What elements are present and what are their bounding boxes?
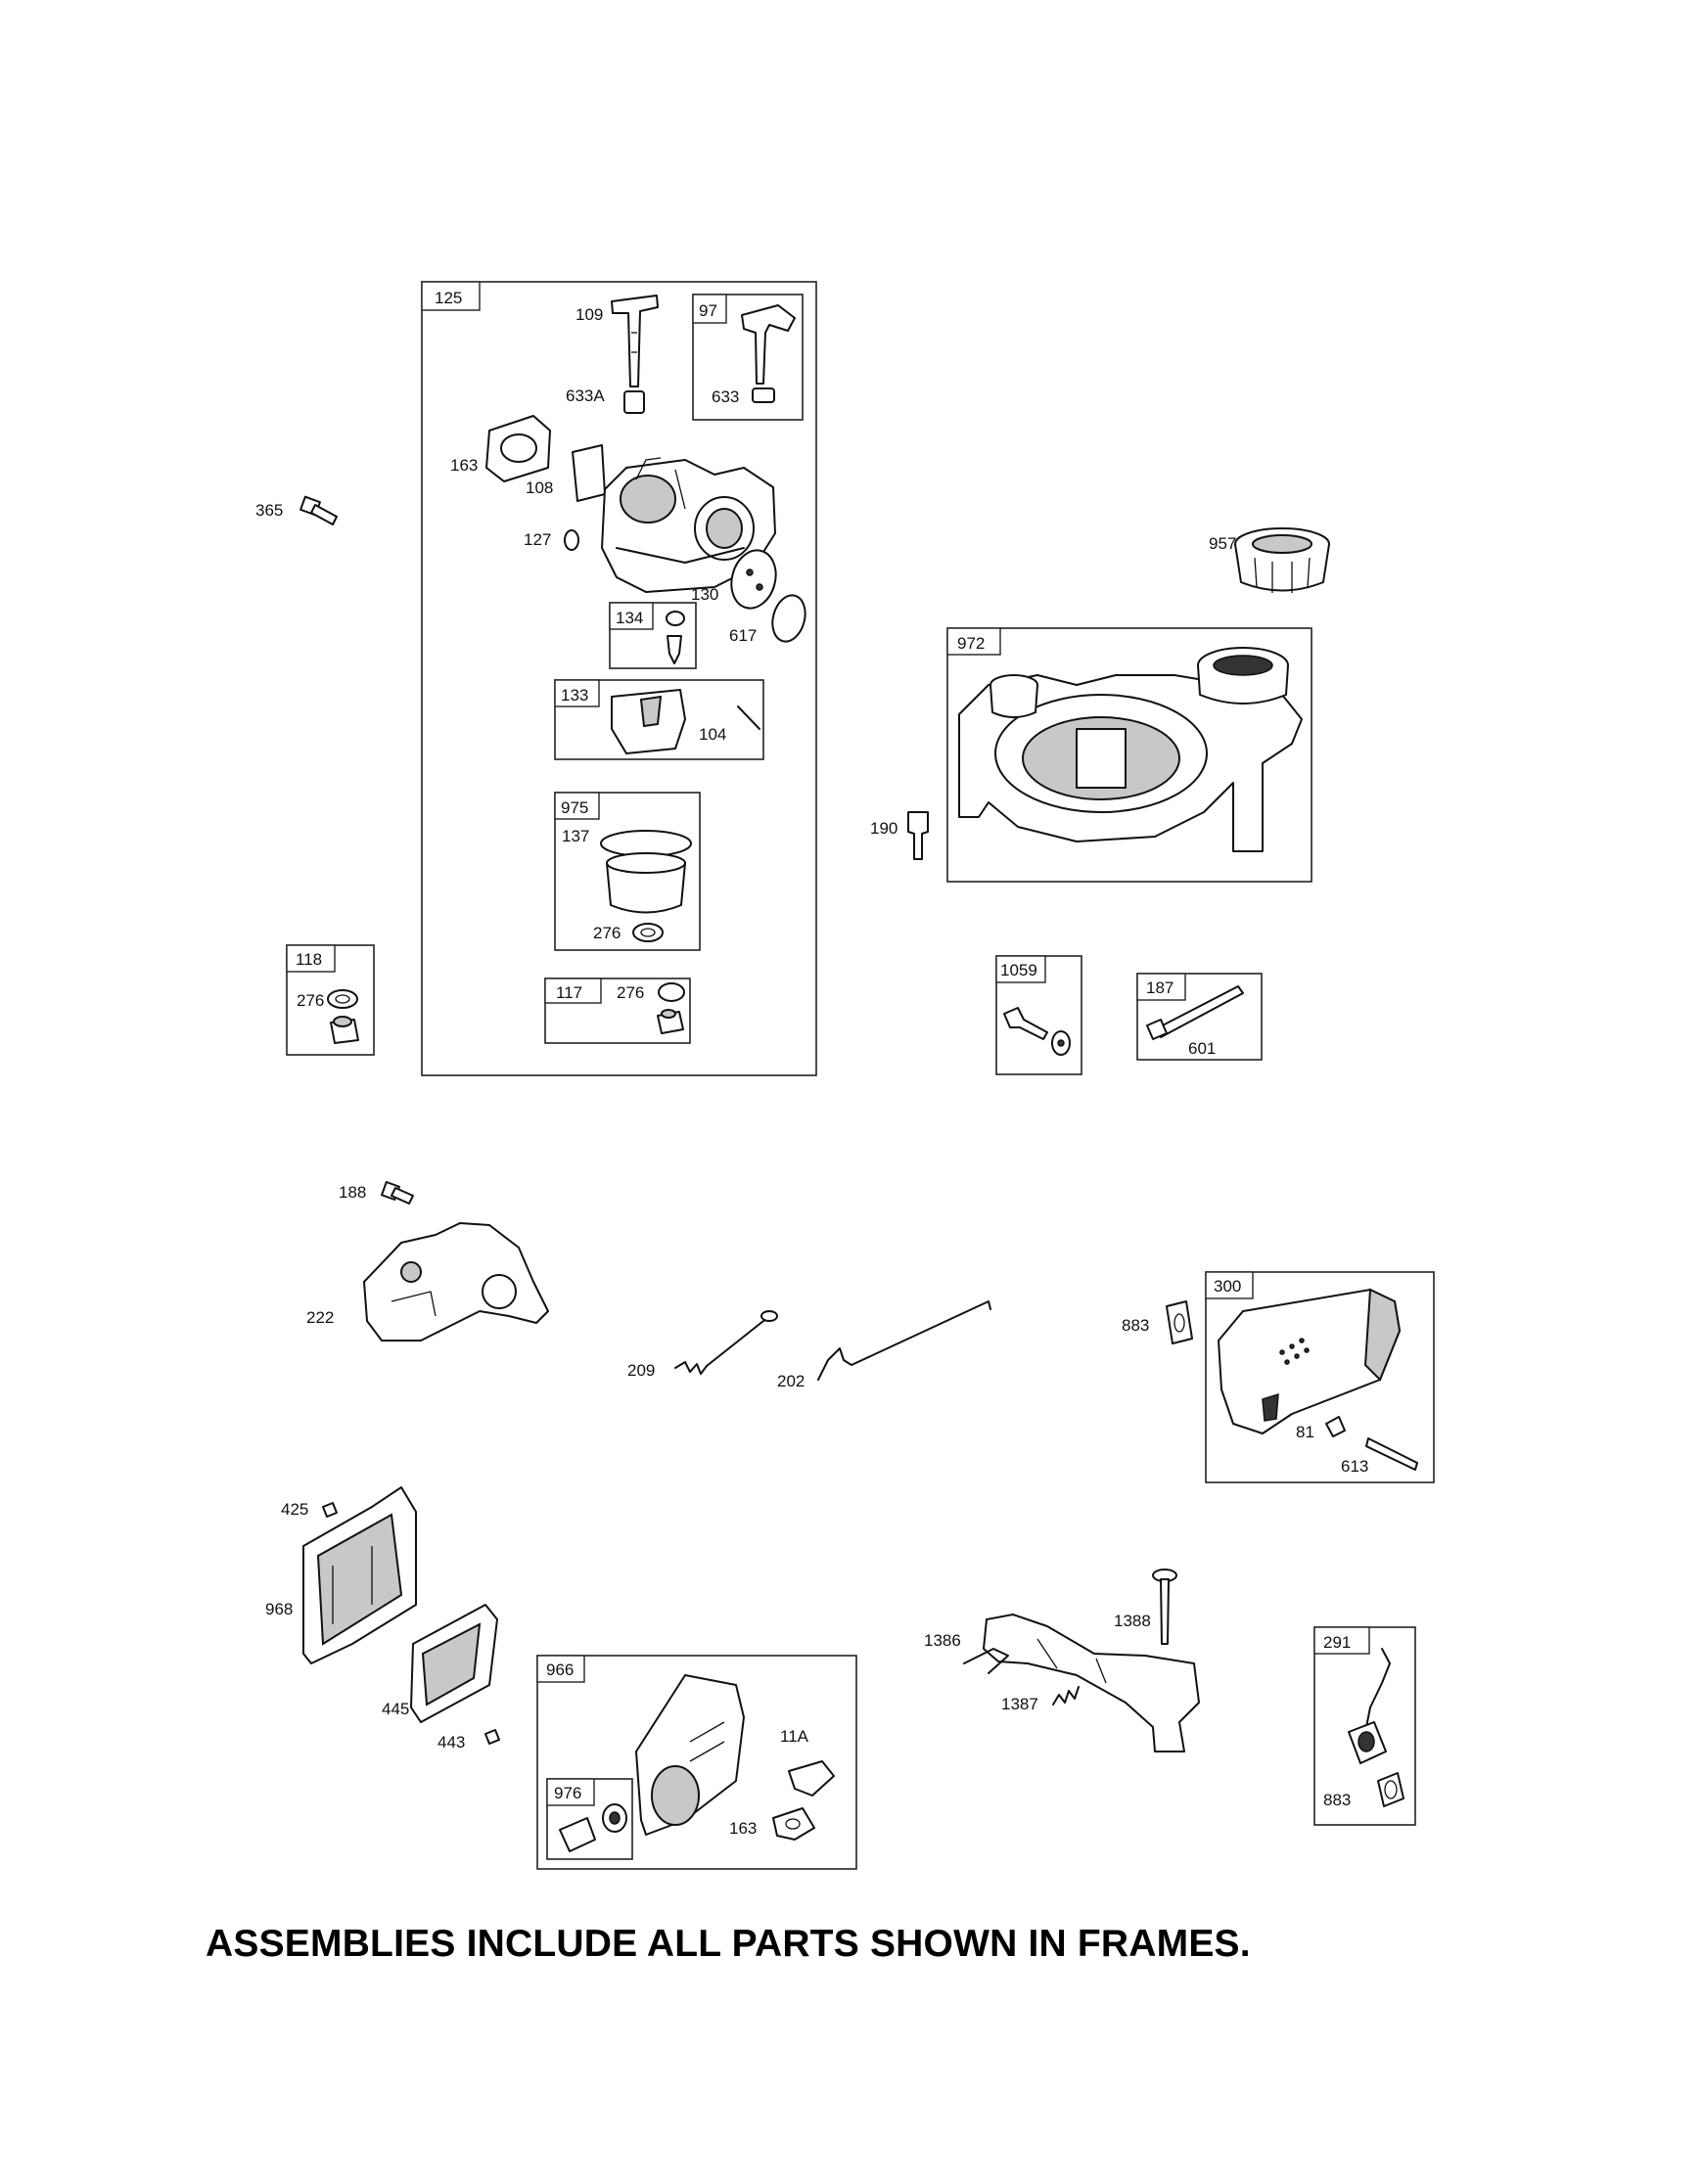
label-11A: 11A: [780, 1727, 809, 1746]
label-137: 137: [562, 827, 589, 845]
frame-label-97: 97: [699, 301, 717, 320]
part-188-bolt: 188: [339, 1181, 414, 1205]
label-365: 365: [255, 501, 283, 520]
part-127-oring: 127: [524, 529, 579, 551]
frame-972: 972: [946, 627, 1312, 883]
frame-291: 291 883: [1313, 1626, 1416, 1826]
label-601: 601: [1188, 1039, 1216, 1058]
part-365-bolt: 365: [255, 495, 338, 525]
label-202: 202: [777, 1372, 805, 1390]
frame-label-125: 125: [435, 289, 462, 307]
label-109: 109: [575, 305, 603, 324]
label-130: 130: [691, 585, 718, 604]
label-1387: 1387: [1001, 1695, 1038, 1713]
frame-97: 97 633: [692, 294, 804, 421]
part-222-bracket: 222: [306, 1222, 549, 1342]
label-276-a: 276: [593, 924, 621, 942]
part-130-diaphragm: 130: [691, 549, 777, 610]
label-443: 443: [437, 1733, 465, 1752]
label-633A: 633A: [566, 387, 605, 405]
label-209: 209: [627, 1361, 655, 1380]
label-968: 968: [265, 1600, 293, 1618]
part-202-link: 202: [777, 1300, 991, 1390]
frame-label-134: 134: [616, 609, 643, 627]
part-209-spring: 209: [627, 1310, 778, 1380]
label-957: 957: [1209, 534, 1236, 553]
label-127: 127: [524, 530, 551, 549]
part-443-screw: 443: [437, 1729, 500, 1752]
part-1388-screw: 1388: [1114, 1569, 1177, 1645]
label-1388: 1388: [1114, 1612, 1151, 1630]
frame-133: 133 104: [554, 679, 764, 760]
frame-134: 134: [609, 602, 697, 669]
part-190-bolt: 190: [870, 811, 929, 860]
part-633A: 633A: [566, 387, 645, 414]
label-425: 425: [281, 1500, 308, 1519]
footer-note: ASSEMBLIES INCLUDE ALL PARTS SHOWN IN FR…: [206, 1923, 1251, 1965]
frame-118: 118 276: [286, 944, 375, 1056]
part-1387-spring: 1387: [1001, 1686, 1080, 1713]
frame-label-972: 972: [957, 634, 985, 653]
frame-label-291: 291: [1323, 1633, 1351, 1652]
frame-label-1059: 1059: [1000, 961, 1037, 979]
label-1386: 1386: [924, 1631, 961, 1650]
label-163-a: 163: [450, 456, 478, 475]
frame-label-975: 975: [561, 798, 588, 817]
label-633: 633: [712, 387, 739, 406]
part-425-screw: 425: [281, 1500, 338, 1519]
label-617: 617: [729, 626, 757, 645]
part-163-gasket: 163: [450, 415, 551, 482]
part-1386-lever: 1386: [924, 1614, 1200, 1752]
frame-label-187: 187: [1146, 978, 1174, 997]
frame-label-117: 117: [556, 983, 582, 1002]
part-445-filter: 445: [382, 1604, 498, 1723]
label-108: 108: [526, 478, 553, 497]
part-968-base: 968: [265, 1486, 417, 1664]
frame-label-118: 118: [296, 950, 322, 969]
label-190: 190: [870, 819, 898, 838]
part-109-needle: 109: [575, 295, 659, 387]
label-883-a: 883: [1122, 1316, 1149, 1335]
frame-label-300: 300: [1214, 1277, 1241, 1296]
label-163-b: 163: [729, 1819, 757, 1838]
frame-966: 966 11A 163: [536, 1655, 857, 1870]
frame-187: 187 601: [1136, 973, 1263, 1061]
label-276-c: 276: [297, 991, 324, 1010]
frame-976: 976: [546, 1778, 633, 1860]
frame-label-976: 976: [554, 1784, 581, 1802]
frame-label-966: 966: [546, 1661, 574, 1679]
frame-label-133: 133: [561, 686, 588, 705]
label-445: 445: [382, 1700, 409, 1718]
frame-117: 117 276: [544, 978, 691, 1044]
label-276-b: 276: [617, 983, 644, 1002]
part-carburetor-body: [601, 457, 776, 593]
label-104: 104: [699, 725, 726, 744]
label-188: 188: [339, 1183, 366, 1202]
frame-125: 125: [421, 281, 817, 1076]
frame-300: 300 81 613: [1205, 1271, 1435, 1483]
label-81: 81: [1296, 1423, 1314, 1441]
label-883-b: 883: [1323, 1791, 1351, 1809]
part-883-gasket-a: 883: [1122, 1300, 1193, 1344]
part-617-ring: 617: [729, 594, 806, 645]
part-957-cap: 957: [1209, 527, 1330, 593]
label-613: 613: [1341, 1457, 1368, 1476]
frame-1059: 1059: [995, 955, 1082, 1075]
frame-975: 975 137 276: [554, 792, 701, 951]
label-222: 222: [306, 1308, 334, 1327]
